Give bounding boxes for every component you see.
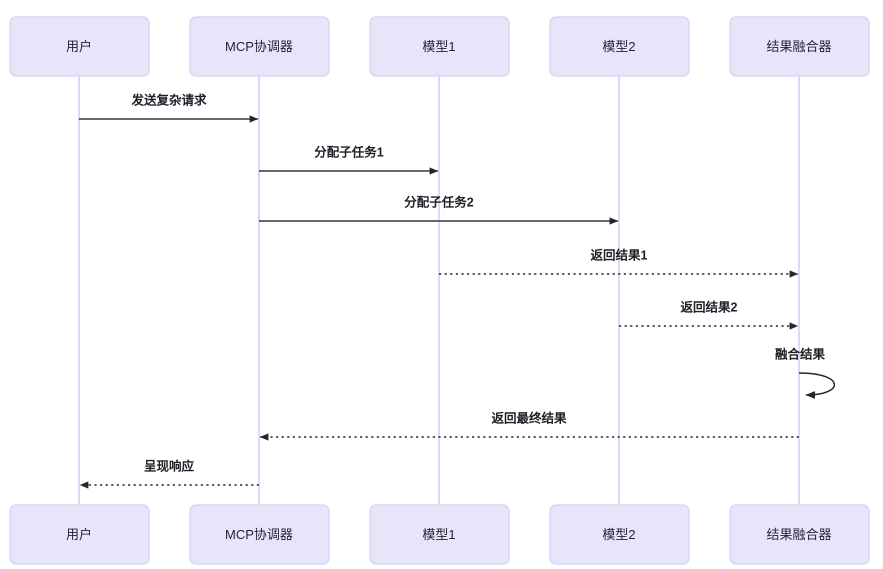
message-label: 呈现响应 bbox=[144, 458, 195, 473]
actor-user-bottom[interactable]: 用户 bbox=[9, 504, 150, 565]
actor-model1-bottom[interactable]: 模型1 bbox=[369, 504, 510, 565]
message-label: 发送复杂请求 bbox=[130, 92, 207, 107]
actor-label: 用户 bbox=[66, 39, 92, 54]
actor-fusion-top[interactable]: 结果融合器 bbox=[729, 16, 870, 77]
actor-box-shape bbox=[549, 16, 690, 77]
message-label: 分配子任务2 bbox=[404, 194, 474, 209]
actor-label: 模型1 bbox=[422, 527, 455, 542]
message-m4[interactable]: 返回结果1 bbox=[439, 247, 799, 278]
actor-label: 结果融合器 bbox=[766, 527, 831, 542]
message-m2[interactable]: 分配子任务1 bbox=[259, 144, 439, 175]
actor-label: 结果融合器 bbox=[766, 39, 831, 54]
actor-label: MCP协调器 bbox=[225, 39, 293, 54]
message-label: 融合结果 bbox=[775, 346, 826, 361]
actor-box-shape bbox=[369, 504, 510, 565]
actor-label: 模型2 bbox=[602, 39, 635, 54]
actor-model2-bottom[interactable]: 模型2 bbox=[549, 504, 690, 565]
actor-model1-top[interactable]: 模型1 bbox=[369, 16, 510, 77]
actor-model2-top[interactable]: 模型2 bbox=[549, 16, 690, 77]
actor-mcp-top[interactable]: MCP协调器 bbox=[189, 16, 330, 77]
message-m6[interactable]: 融合结果 bbox=[775, 346, 836, 399]
actor-box-shape bbox=[189, 16, 330, 77]
actor-label: MCP协调器 bbox=[225, 527, 293, 542]
actor-box-shape bbox=[369, 16, 510, 77]
actor-box-shape bbox=[729, 504, 870, 565]
message-m8[interactable]: 呈现响应 bbox=[79, 458, 259, 489]
actor-box-shape bbox=[9, 504, 150, 565]
message-label: 返回结果1 bbox=[591, 247, 648, 262]
lifelines-group bbox=[78, 76, 800, 505]
actor-user-top[interactable]: 用户 bbox=[9, 16, 150, 77]
actor-box-shape bbox=[189, 504, 330, 565]
actor-label: 模型2 bbox=[602, 527, 635, 542]
message-label: 分配子任务1 bbox=[314, 144, 384, 159]
self-loop-arrow bbox=[798, 372, 836, 399]
actor-mcp-bottom[interactable]: MCP协调器 bbox=[189, 504, 330, 565]
message-m5[interactable]: 返回结果2 bbox=[619, 299, 799, 330]
message-label: 返回最终结果 bbox=[491, 410, 567, 425]
actor-box-shape bbox=[9, 16, 150, 77]
actor-label: 模型1 bbox=[422, 39, 455, 54]
message-label: 返回结果2 bbox=[681, 299, 738, 314]
actor-box-shape bbox=[549, 504, 690, 565]
actor-boxes-bottom: 用户 MCP协调器 模型1 模型2 结果融合器 bbox=[9, 504, 870, 565]
actor-fusion-bottom[interactable]: 结果融合器 bbox=[729, 504, 870, 565]
message-m1[interactable]: 发送复杂请求 bbox=[79, 92, 259, 123]
actor-box-shape bbox=[729, 16, 870, 77]
message-m3[interactable]: 分配子任务2 bbox=[259, 194, 619, 225]
actor-boxes-top: 用户 MCP协调器 模型1 模型2 结果融合器 bbox=[9, 16, 870, 77]
actor-label: 用户 bbox=[66, 527, 92, 542]
message-m7[interactable]: 返回最终结果 bbox=[259, 410, 799, 441]
